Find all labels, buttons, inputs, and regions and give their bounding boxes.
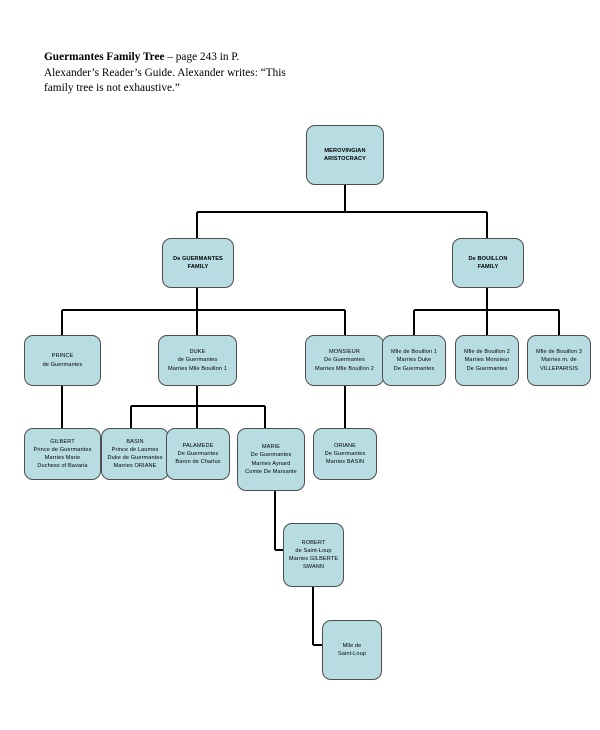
node-line: Comte De Marsante — [245, 468, 297, 475]
node-robert[interactable]: ROBERT de Saint-Loup Marries GILBERTE SW… — [283, 523, 344, 587]
caption-body: – page 243 in P. Alexander’s Reader’s Gu… — [44, 51, 286, 94]
node-line: Marries Mlle Bouillon 2 — [315, 365, 374, 372]
node-line: Prince de Guermantes — [33, 446, 92, 453]
node-line: MARIE — [261, 444, 281, 451]
node-line: Marries Aynard — [251, 460, 291, 467]
node-line: Marries Duke — [396, 357, 432, 364]
node-line: Marries Mlle Bouillon 1 — [168, 365, 227, 372]
caption-title: Guermantes Family Tree — [44, 51, 165, 63]
node-line: MONSIEUR — [329, 349, 360, 356]
node-bouillon-1[interactable]: Mlle de Bouillon 1 Marries Duke De Guerm… — [382, 335, 446, 386]
node-line: ARISTOCRACY — [323, 156, 367, 162]
node-duke[interactable]: DUKE de Guermantes Marries Mlle Bouillon… — [158, 335, 237, 386]
node-line: Marries Monsieur — [464, 357, 510, 364]
node-monsieur[interactable]: MONSIEUR De Guermantes Marries Mlle Boui… — [305, 335, 384, 386]
node-guermantes-family[interactable]: De GUERMANTES FAMILY — [162, 238, 234, 288]
node-line: Duchess of Bavaria — [37, 463, 88, 470]
node-line: Marries ORIANE — [113, 463, 157, 470]
node-palamede[interactable]: PALAMEDE De Guermantes Baron de Charlus — [166, 428, 230, 480]
node-line: Prince de Laumes — [111, 446, 159, 453]
node-line: De Guermantes — [393, 365, 435, 372]
node-line: de Guermantes — [42, 361, 83, 368]
node-line: Duke de Guermantes — [107, 455, 163, 461]
node-gilbert[interactable]: GILBERT Prince de Guermantes Marries Mar… — [24, 428, 101, 480]
node-line: De Guermantes — [324, 450, 366, 457]
node-line: Marries m. de — [541, 357, 577, 364]
node-line: De Guermantes — [250, 452, 292, 459]
node-line: De Guermantes — [466, 365, 508, 372]
node-mlle-saint-loup[interactable]: Mlle de Saint-Loup — [322, 620, 382, 680]
page-caption: Guermantes Family Tree – page 243 in P. … — [44, 50, 294, 97]
node-prince[interactable]: PRINCE de Guermantes — [24, 335, 101, 386]
node-line: FAMILY — [187, 264, 209, 270]
node-bouillon-2[interactable]: Mlle de Bouillon 2 Marries Monsieur De G… — [455, 335, 519, 386]
node-line: Mlle de Bouillon 1 — [391, 349, 437, 356]
node-line: DUKE — [189, 349, 206, 356]
node-line: De Guermantes — [177, 450, 219, 457]
node-line: SWANN — [302, 564, 325, 571]
node-line: De BOUILLON — [468, 255, 508, 262]
node-line: Mlle de — [342, 642, 362, 649]
node-line: Saint-Loup — [337, 651, 367, 657]
node-marie[interactable]: MARIE De Guermantes Marries Aynard Comte… — [237, 428, 305, 491]
node-line: De Guermantes — [324, 357, 365, 364]
node-line: de Guermantes — [177, 357, 218, 364]
node-line: VILLEPARISIS — [539, 365, 579, 372]
node-line: Baron de Charlus — [175, 459, 221, 466]
node-line: MEROVINGIAN — [324, 147, 366, 154]
node-bouillon-3[interactable]: Mlle de Bouillon 3 Marries m. de VILLEPA… — [527, 335, 591, 386]
node-line: FAMILY — [477, 264, 499, 270]
node-merovingian[interactable]: MEROVINGIAN ARISTOCRACY — [306, 125, 384, 185]
node-line: GILBERT — [50, 438, 75, 445]
node-line: de Saint-Loup — [295, 547, 332, 554]
node-basin[interactable]: BASIN Prince de Laumes Duke de Guermante… — [101, 428, 169, 480]
node-line: Mlle de Bouillon 3 — [536, 349, 582, 356]
node-line: ORIANE — [333, 442, 357, 449]
node-oriane[interactable]: ORIANE De Guermantes Marries BASIN — [313, 428, 377, 480]
node-line: Marries Marie — [44, 455, 81, 461]
node-line: ROBERT — [301, 539, 326, 546]
node-line: PALAMEDE — [182, 442, 214, 449]
node-bouillon-family[interactable]: De BOUILLON FAMILY — [452, 238, 524, 288]
node-line: Mlle de Bouillon 2 — [464, 349, 510, 356]
node-line: Marries GILBERTE — [288, 556, 339, 562]
node-line: De GUERMANTES — [173, 255, 223, 262]
node-line: BASIN — [126, 438, 144, 445]
node-line: Marries BASIN — [325, 459, 365, 466]
node-line: PRINCE — [51, 353, 74, 360]
